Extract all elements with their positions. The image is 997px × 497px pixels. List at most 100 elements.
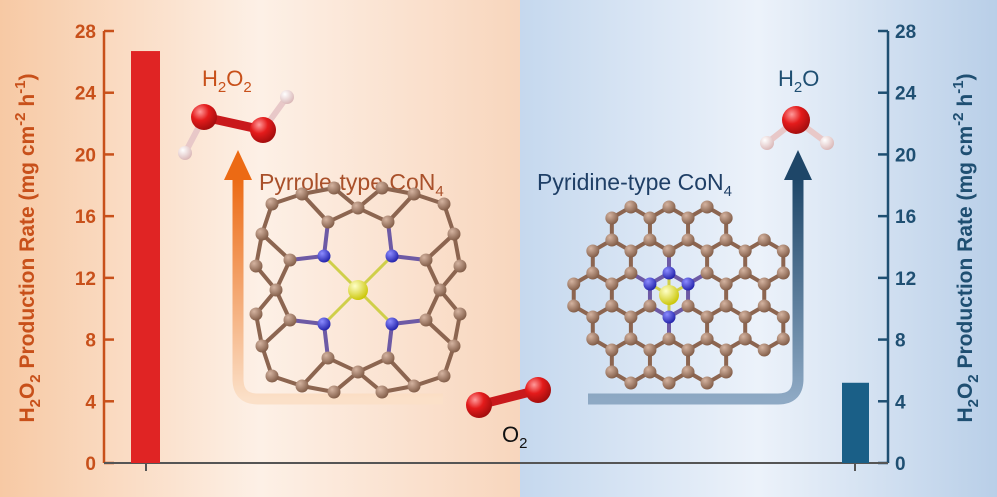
carbon-atom — [407, 379, 421, 393]
carbon-atom — [567, 277, 581, 291]
carbon-atom — [643, 365, 657, 379]
carbon-atom — [327, 181, 341, 195]
carbon-atom — [351, 365, 365, 379]
carbon-atom — [738, 244, 752, 258]
left-tick-label: 20 — [75, 145, 96, 166]
right-tick-label: 16 — [895, 207, 916, 228]
arrow-to-h2o2 — [224, 150, 443, 405]
carbon-atom — [662, 244, 676, 258]
h2o-label: H2O — [778, 66, 819, 96]
right-tick-label: 0 — [895, 454, 906, 475]
carbon-atom — [662, 200, 676, 214]
carbon-atom — [624, 332, 638, 346]
carbon-atom — [643, 211, 657, 225]
h2o2-label: H2O2 — [202, 66, 252, 96]
carbon-atom — [321, 351, 335, 365]
nitrogen-atom — [681, 277, 695, 291]
carbon-atom — [624, 266, 638, 280]
carbon-atom — [433, 283, 447, 297]
left-tick-label: 16 — [75, 207, 96, 228]
carbon-atom — [327, 385, 341, 399]
carbon-atom — [283, 313, 297, 327]
carbon-atom — [757, 299, 771, 313]
carbon-atom — [624, 244, 638, 258]
carbon-atom — [255, 339, 269, 353]
carbon-atom — [643, 233, 657, 247]
carbon-atom — [605, 299, 619, 313]
h2o2-molecule — [178, 90, 294, 160]
carbon-atom — [719, 343, 733, 357]
carbon-atom — [419, 253, 433, 267]
carbon-atom — [719, 299, 733, 313]
carbon-atom — [381, 351, 395, 365]
right-axis-title: H2O2 Production Rate (mg cm-2 h-1) — [950, 73, 982, 422]
carbon-atom — [719, 211, 733, 225]
carbon-atom — [265, 197, 279, 211]
nitrogen-atom — [385, 249, 399, 263]
nitrogen-atom — [643, 277, 657, 291]
carbon-atom — [419, 313, 433, 327]
carbon-atom — [321, 215, 335, 229]
carbon-atom — [700, 200, 714, 214]
carbon-atom — [643, 343, 657, 357]
bar-pyridine — [842, 382, 869, 463]
pyrrole-con4-structure — [249, 181, 467, 399]
carbon-atom — [757, 233, 771, 247]
carbon-atom — [447, 227, 461, 241]
carbon-atom — [269, 283, 283, 297]
carbon-atom — [719, 233, 733, 247]
nitrogen-atom — [662, 266, 676, 280]
carbon-atom — [567, 299, 581, 313]
carbon-atom — [447, 339, 461, 353]
carbon-atom — [738, 332, 752, 346]
carbon-atom — [375, 385, 389, 399]
left-tick-label: 8 — [85, 331, 96, 352]
carbon-atom — [605, 233, 619, 247]
carbon-atom — [643, 299, 657, 313]
h2o-molecule — [760, 106, 834, 150]
carbon-atom — [437, 369, 451, 383]
right-tick-label: 20 — [895, 145, 916, 166]
cobalt-atom — [659, 285, 679, 305]
carbon-atom — [700, 266, 714, 280]
carbon-atom — [624, 200, 638, 214]
carbon-atom — [681, 233, 695, 247]
pyridine-con4-structure — [567, 200, 790, 390]
carbon-atom — [738, 266, 752, 280]
left-axis-title: H2O2 Production Rate (mg cm-2 h-1) — [12, 73, 44, 422]
arrow-to-h2o — [588, 150, 812, 405]
left-tick-label: 24 — [75, 84, 97, 105]
nitrogen-atom — [385, 317, 399, 331]
carbon-atom — [351, 201, 365, 215]
carbon-atom — [255, 227, 269, 241]
carbon-atom — [453, 307, 467, 321]
carbon-atom — [437, 197, 451, 211]
nitrogen-atom — [662, 310, 676, 324]
right-tick-label: 28 — [895, 22, 916, 43]
right-tick-label: 12 — [895, 269, 916, 290]
right-tick-label: 4 — [895, 392, 906, 413]
carbon-atom — [605, 211, 619, 225]
carbon-atom — [375, 181, 389, 195]
carbon-atom — [681, 365, 695, 379]
bar-pyrrole — [131, 51, 160, 464]
carbon-atom — [624, 310, 638, 324]
carbon-atom — [586, 310, 600, 324]
o2-molecule — [466, 377, 551, 418]
carbon-atom — [381, 215, 395, 229]
carbon-atom — [586, 332, 600, 346]
left-tick-label: 12 — [75, 269, 96, 290]
carbon-atom — [249, 307, 263, 321]
carbon-atom — [719, 277, 733, 291]
pyridine-label: Pyridine-type CoN4 — [537, 169, 732, 200]
nitrogen-atom — [317, 317, 331, 331]
carbon-atom — [757, 343, 771, 357]
carbon-atom — [586, 244, 600, 258]
carbon-atom — [681, 211, 695, 225]
carbon-atom — [605, 343, 619, 357]
carbon-atom — [295, 187, 309, 201]
carbon-atom — [700, 332, 714, 346]
carbon-atom — [776, 310, 790, 324]
bars — [131, 51, 869, 464]
